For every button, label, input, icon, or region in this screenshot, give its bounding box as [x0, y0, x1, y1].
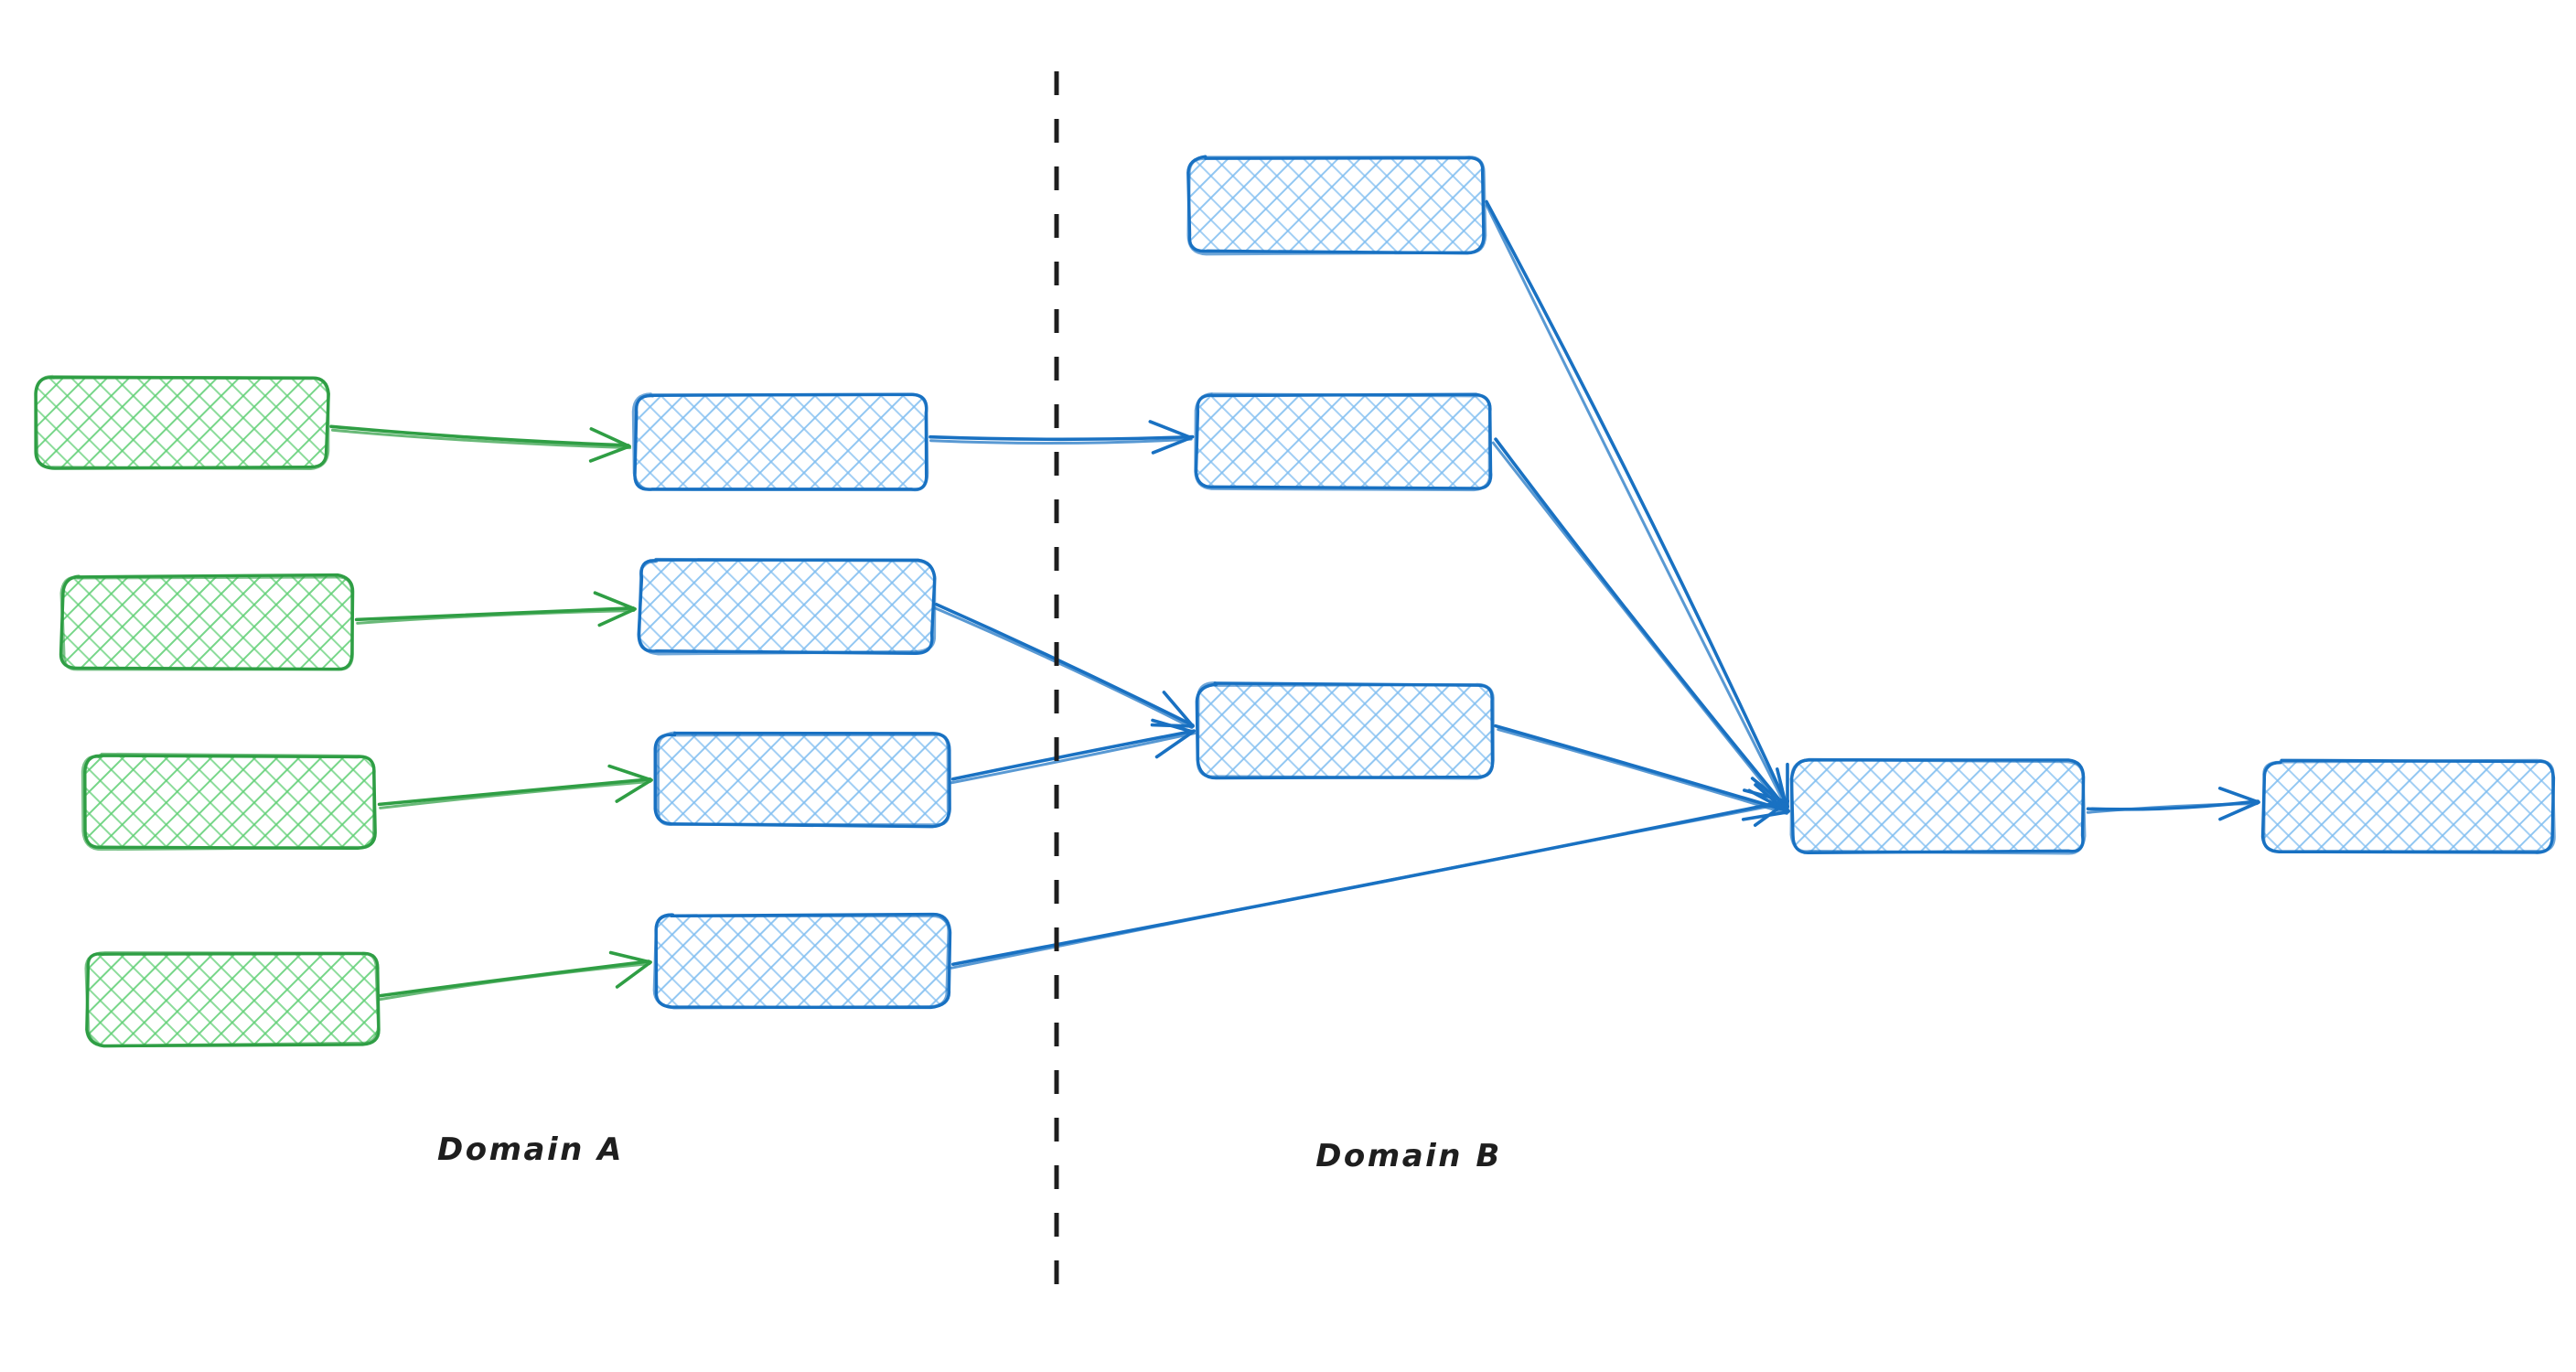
edge-c2-to-hub[interactable] — [1491, 437, 1790, 814]
edge-shaft — [950, 732, 1197, 785]
node-fill-hatch — [37, 377, 327, 468]
node-fill-hatch — [1198, 684, 1493, 777]
edge-b2-to-c3[interactable] — [933, 602, 1195, 730]
edge-a1-to-b1[interactable] — [329, 424, 632, 463]
edge-shaft — [331, 428, 632, 450]
edge-arrowhead — [597, 607, 637, 627]
node-outline — [1789, 757, 2087, 855]
edge-arrowhead — [2217, 787, 2260, 804]
edge-shaft — [1494, 437, 1790, 812]
edge-shaft — [950, 801, 1787, 970]
nodes-layer — [34, 155, 2556, 1048]
edge-arrowhead — [1151, 435, 1193, 455]
edge-arrowhead — [1148, 420, 1193, 440]
edge-shaft — [356, 608, 636, 625]
node-outline — [80, 752, 376, 852]
edge-shaft — [928, 434, 1195, 442]
edge-arrowhead — [608, 950, 652, 964]
edge-c1-to-hub[interactable] — [1485, 199, 1789, 810]
node-outline — [656, 731, 950, 827]
node-c1[interactable] — [1186, 155, 1487, 256]
edge-shaft — [378, 962, 651, 1002]
edge-shaft — [1497, 728, 1788, 815]
node-fill-hatch — [656, 915, 949, 1006]
edge-arrowhead — [589, 427, 631, 448]
edge-arrowhead — [1151, 718, 1195, 734]
edge-arrowhead — [1162, 691, 1195, 728]
edge-arrowhead — [2218, 800, 2260, 821]
edge-shaft — [379, 779, 652, 809]
domain-a-label: Domain A — [437, 1131, 624, 1168]
edge-b4-to-hub[interactable] — [950, 788, 1790, 970]
node-outline — [1186, 155, 1487, 256]
edge-shaft — [928, 437, 1193, 445]
edge-a3-to-b3[interactable] — [377, 764, 653, 809]
node-a2[interactable] — [59, 573, 355, 671]
edge-b1-to-c2[interactable] — [928, 420, 1195, 455]
edge-shaft — [1493, 724, 1791, 813]
node-outline — [34, 374, 330, 470]
node-hub[interactable] — [1789, 757, 2087, 855]
node-b4[interactable] — [652, 912, 952, 1010]
edge-hub-to-out[interactable] — [2086, 787, 2260, 821]
edge-b3-to-c3[interactable] — [950, 718, 1197, 785]
edge-shaft — [1491, 441, 1788, 814]
node-fill-hatch — [640, 561, 933, 652]
node-a1[interactable] — [34, 374, 330, 470]
node-b2[interactable] — [637, 557, 937, 656]
node-outline — [1194, 391, 1492, 492]
edge-shaft — [1485, 199, 1789, 809]
node-outline — [59, 575, 354, 671]
node-fill-hatch — [87, 953, 378, 1045]
node-b3[interactable] — [653, 731, 951, 829]
node-a3[interactable] — [80, 752, 377, 852]
edge-arrowhead — [1154, 730, 1195, 759]
edge-shaft — [329, 424, 630, 447]
edge-arrowhead — [615, 960, 652, 989]
edge-shaft — [2086, 802, 2259, 814]
node-fill-hatch — [1189, 157, 1484, 252]
edge-c3-to-hub[interactable] — [1493, 724, 1791, 821]
node-fill-hatch — [1197, 395, 1491, 488]
node-c3[interactable] — [1195, 681, 1495, 780]
edge-shaft — [354, 606, 635, 622]
node-outline — [631, 392, 929, 492]
edge-arrowhead — [607, 764, 653, 782]
edges-layer — [329, 199, 2260, 1002]
node-out[interactable] — [2260, 758, 2556, 854]
edge-shaft — [1485, 204, 1789, 810]
edge-shaft — [933, 606, 1194, 730]
node-outline — [638, 557, 937, 656]
node-fill-hatch — [84, 756, 375, 849]
node-a4[interactable] — [84, 950, 381, 1048]
edge-arrowhead — [1743, 788, 1789, 804]
edge-shaft — [377, 777, 652, 807]
node-fill-hatch — [62, 576, 353, 670]
edge-shaft — [950, 729, 1197, 781]
node-fill-hatch — [635, 395, 928, 490]
edge-arrowhead — [615, 778, 653, 803]
node-fill-hatch — [2264, 761, 2553, 852]
node-outline — [1196, 681, 1495, 780]
edge-arrowhead — [588, 445, 631, 463]
edge-arrowhead — [1753, 799, 1789, 828]
node-fill-hatch — [657, 734, 950, 825]
node-outline — [84, 950, 381, 1048]
edge-a2-to-b2[interactable] — [354, 591, 637, 627]
edge-a4-to-b4[interactable] — [378, 950, 652, 1002]
domain-b-label: Domain B — [1315, 1138, 1502, 1174]
node-fill-hatch — [1793, 761, 2084, 852]
edge-arrowhead — [593, 591, 637, 611]
edge-shaft — [934, 602, 1195, 727]
node-outline — [2261, 758, 2556, 853]
node-c2[interactable] — [1194, 391, 1493, 492]
node-b1[interactable] — [631, 392, 929, 492]
node-outline — [652, 914, 950, 1010]
